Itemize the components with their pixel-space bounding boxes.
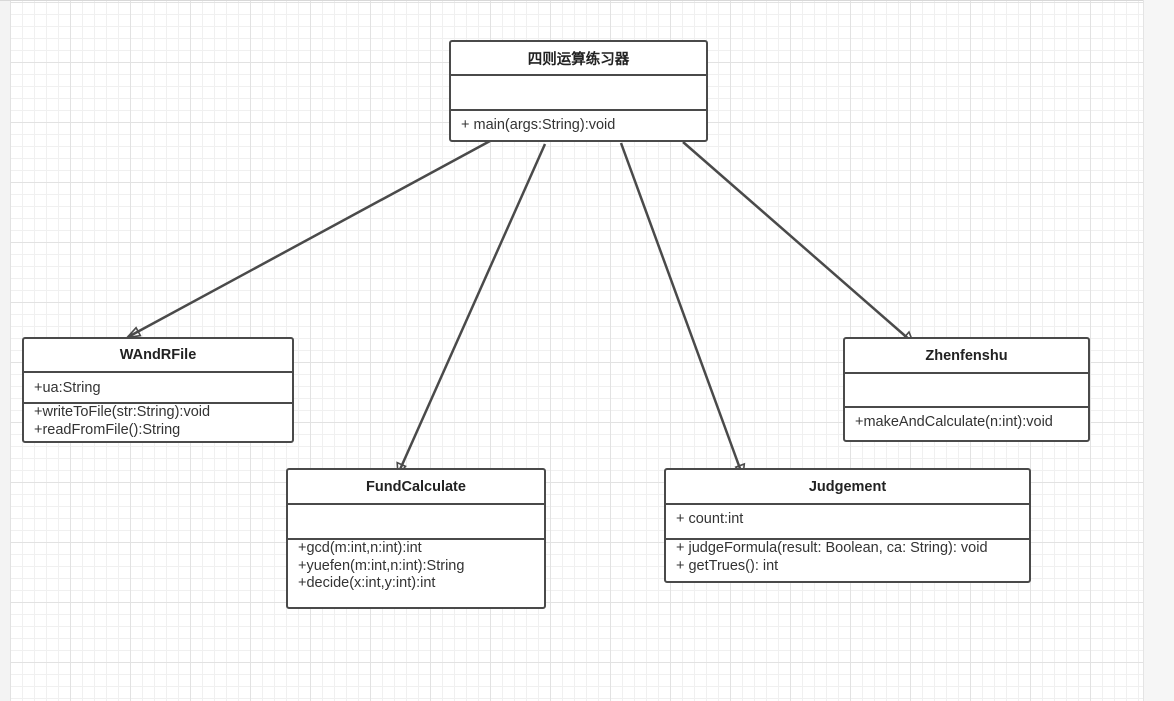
method-yuefen: +yuefen(m:int,n:int):String [298,557,465,574]
class-box-judgement[interactable]: Judgement + count:int + judgeFormula(res… [664,468,1031,583]
methods-section: +writeToFile(str:String):void +readFromF… [24,402,292,441]
arrow-main-to-judgement[interactable] [619,142,746,478]
attributes-section [288,503,544,538]
attributes-section [451,74,706,109]
right-gutter [1143,0,1174,701]
attribute-ua: +ua:String [34,380,101,396]
class-box-fundcalculate[interactable]: FundCalculate +gcd(m:int,n:int):int +yue… [286,468,546,609]
method-readfromfile: +readFromFile():String [34,421,181,438]
class-name: Zhenfenshu [925,347,1008,364]
attributes-section: +ua:String [24,371,292,402]
class-name: 四则运算练习器 [527,51,630,68]
method-gcd: +gcd(m:int,n:int):int [298,540,422,556]
arrow-main-to-wandrfile[interactable] [124,139,491,339]
methods-section: +makeAndCalculate(n:int):void [845,406,1088,440]
method-writetofile: +writeToFile(str:String):void [34,404,211,420]
class-box-wandrfile[interactable]: WAndRFile +ua:String +writeToFile(str:St… [22,337,294,443]
method-main: + main(args:String):void [461,117,616,133]
method-makeandcalculate: +makeAndCalculate(n:int):void [855,414,1053,430]
attribute-count: + count:int [676,511,744,527]
attributes-section: + count:int [666,503,1029,538]
methods-section: +gcd(m:int,n:int):int +yuefen(m:int,n:in… [288,538,544,607]
methods-section: + main(args:String):void [451,109,706,140]
top-border [0,0,1174,1]
class-name: Judgement [808,478,887,495]
attributes-section [845,372,1088,406]
arrow-main-to-fundcalculate[interactable] [396,143,547,479]
class-name: WAndRFile [119,347,197,363]
method-gettrues: + getTrues(): int [676,557,779,574]
class-box-main[interactable]: 四则运算练习器 + main(args:String):void [449,40,708,142]
arrow-main-to-zhenfenshu[interactable] [682,141,915,344]
method-judgeformula: + judgeFormula(result: Boolean, ca: Stri… [676,540,988,556]
methods-section: + judgeFormula(result: Boolean, ca: Stri… [666,538,1029,581]
method-decide: +decide(x:int,y:int):int [298,575,436,591]
class-box-zhenfenshu[interactable]: Zhenfenshu +makeAndCalculate(n:int):void [843,337,1090,442]
class-name: FundCalculate [366,478,466,495]
